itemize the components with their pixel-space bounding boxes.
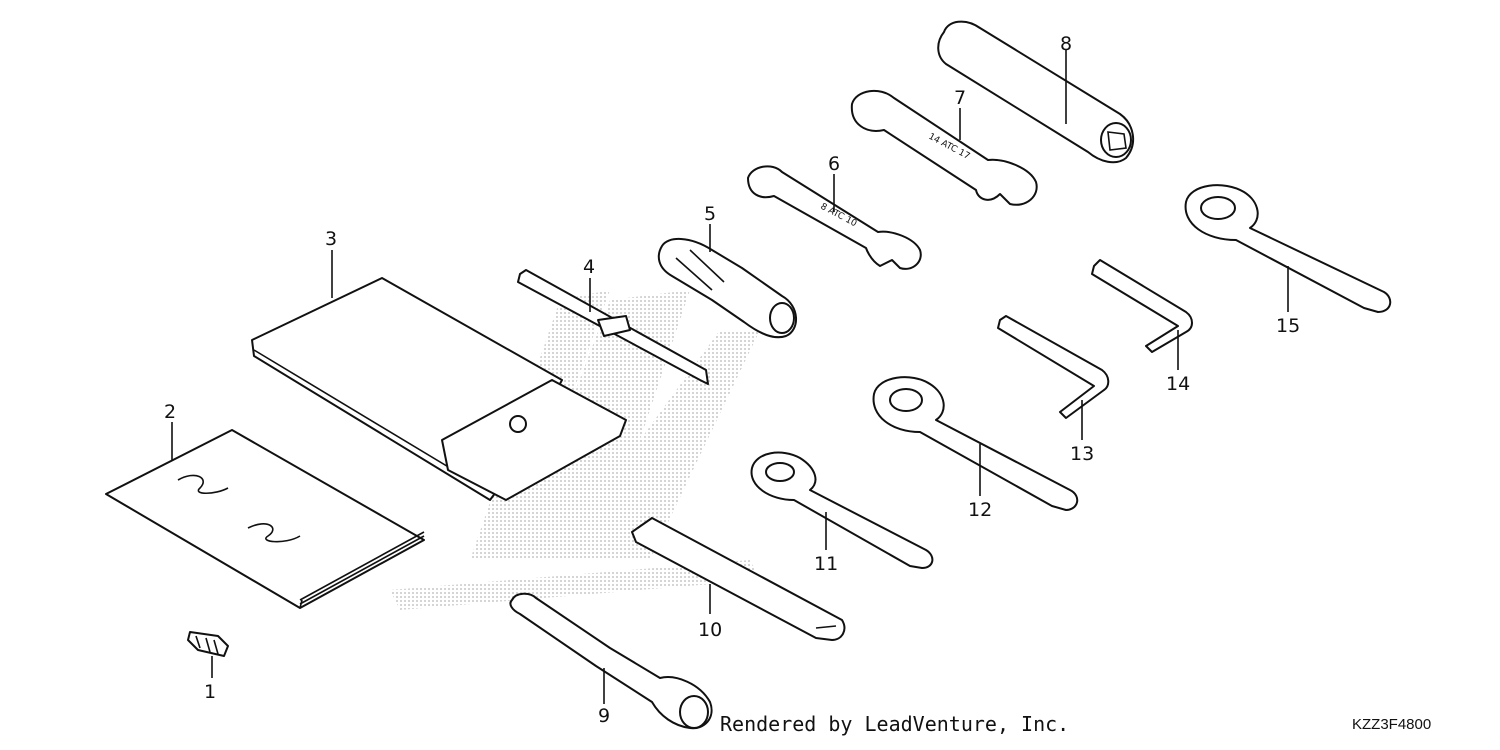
callout-11: 11 bbox=[814, 553, 838, 575]
callout-14: 14 bbox=[1166, 373, 1190, 395]
drawing-code: KZZ3F4800 bbox=[1352, 716, 1432, 733]
part-7-wrench-14x17[interactable]: 14 ATC 17 bbox=[850, 89, 1038, 206]
callout-6: 6 bbox=[828, 153, 840, 175]
callout-4: 4 bbox=[583, 256, 595, 278]
callout-5: 5 bbox=[704, 203, 716, 225]
part-12-ring-wrench[interactable] bbox=[872, 376, 1079, 511]
part-5-screwdriver-handle[interactable] bbox=[657, 238, 797, 339]
part-8-socket-wrench[interactable] bbox=[937, 20, 1135, 164]
part-13-hex-key[interactable] bbox=[997, 315, 1110, 419]
callout-13: 13 bbox=[1070, 443, 1094, 465]
part-9-spark-plug-wrench[interactable] bbox=[509, 592, 713, 730]
callout-2: 2 bbox=[164, 401, 176, 423]
callout-12: 12 bbox=[968, 499, 992, 521]
part-4-screwdriver-bit[interactable] bbox=[517, 269, 709, 385]
callout-9: 9 bbox=[598, 705, 610, 727]
part-3-tool-bag[interactable] bbox=[251, 277, 627, 501]
part-2-manual[interactable] bbox=[105, 429, 425, 609]
callout-8: 8 bbox=[1060, 33, 1072, 55]
part-10-flat-bar[interactable] bbox=[631, 517, 846, 641]
part-14-hex-key[interactable] bbox=[1091, 259, 1193, 353]
callout-15: 15 bbox=[1276, 315, 1300, 337]
part-1-clip[interactable] bbox=[187, 631, 229, 657]
render-credit: Rendered by LeadVenture, Inc. bbox=[720, 712, 1070, 736]
callout-3: 3 bbox=[325, 228, 337, 250]
part-11-ring-wrench[interactable] bbox=[750, 451, 934, 569]
part-15-ring-wrench[interactable] bbox=[1184, 184, 1392, 313]
part-6-wrench-8x10[interactable]: 8 ATC 10 bbox=[747, 165, 922, 270]
callout-1: 1 bbox=[204, 681, 216, 703]
callout-10: 10 bbox=[698, 619, 722, 641]
callout-7: 7 bbox=[954, 87, 966, 109]
